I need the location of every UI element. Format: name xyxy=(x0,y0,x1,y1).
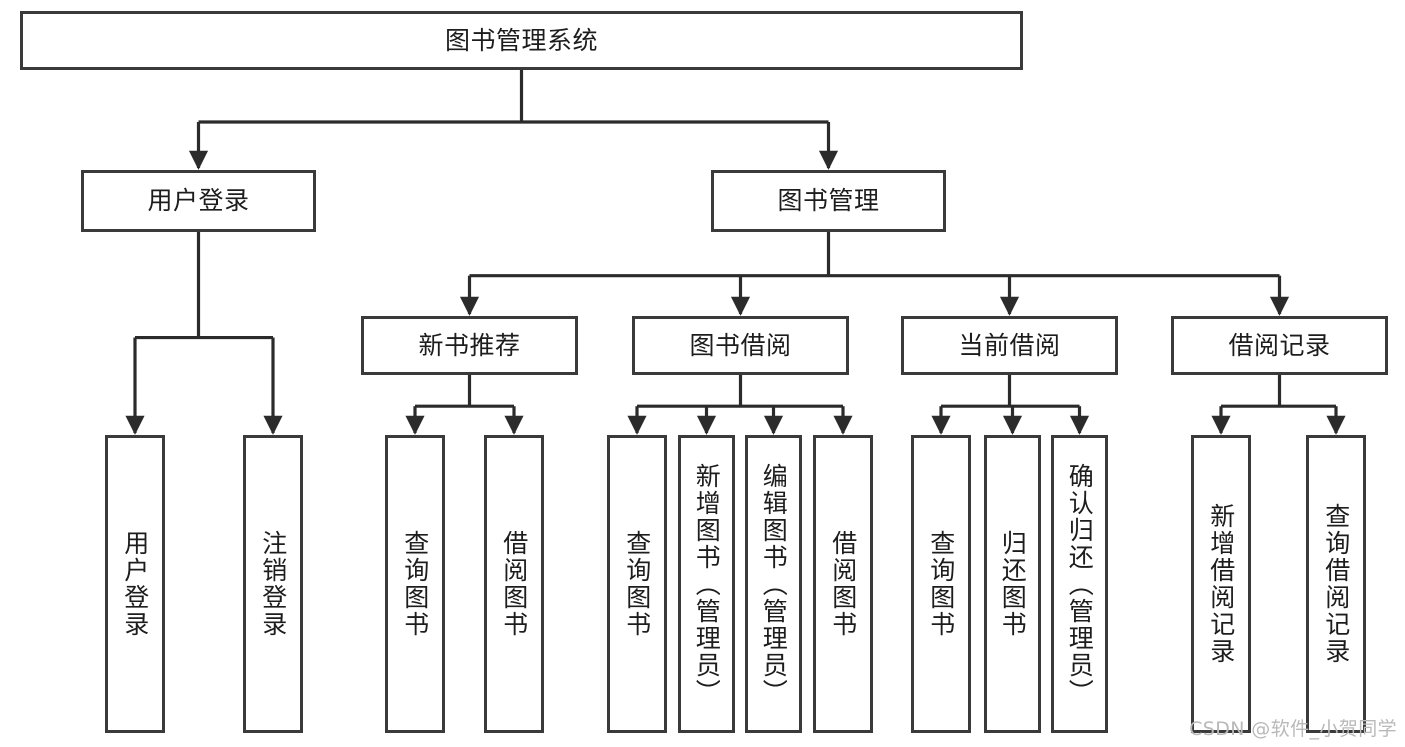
node-leaf-5[interactable]: 查询图书 xyxy=(607,435,667,733)
node-label: 注销登录 xyxy=(258,530,288,638)
node-leaf-2[interactable]: 注销登录 xyxy=(243,435,303,733)
node-label: 确认归还（管理员） xyxy=(1065,462,1095,706)
node-leaf-1[interactable]: 用户登录 xyxy=(105,435,165,733)
node-label: 借阅图书 xyxy=(828,530,858,638)
node-label: 查询借阅记录 xyxy=(1321,503,1351,665)
node-label: 借阅图书 xyxy=(499,530,529,638)
node-leaf-12[interactable]: 新增借阅记录 xyxy=(1191,435,1251,733)
node-label: 查询图书 xyxy=(926,530,956,638)
node-leaf-13[interactable]: 查询借阅记录 xyxy=(1306,435,1366,733)
node-l3-3[interactable]: 当前借阅 xyxy=(901,316,1118,375)
node-leaf-11[interactable]: 确认归还（管理员） xyxy=(1051,435,1108,733)
node-leaf-8[interactable]: 借阅图书 xyxy=(813,435,873,733)
node-label: 新增图书（管理员） xyxy=(692,462,722,706)
node-leaf-4[interactable]: 借阅图书 xyxy=(484,435,544,733)
node-leaf-3[interactable]: 查询图书 xyxy=(385,435,445,733)
node-l2-2[interactable]: 图书管理 xyxy=(711,170,946,232)
node-l3-1[interactable]: 新书推荐 xyxy=(361,316,578,375)
node-label: 新增借阅记录 xyxy=(1206,503,1236,665)
node-label: 新书推荐 xyxy=(418,330,521,360)
node-leaf-7[interactable]: 编辑图书（管理员） xyxy=(745,435,802,733)
node-label: 当前借阅 xyxy=(958,330,1061,360)
node-label: 用户登录 xyxy=(120,530,150,638)
node-root[interactable]: 图书管理系统 xyxy=(20,11,1023,70)
node-label: 图书管理 xyxy=(777,186,880,215)
node-label: 用户登录 xyxy=(147,186,250,215)
node-label: 归还图书 xyxy=(998,530,1028,638)
node-label: 查询图书 xyxy=(622,530,652,638)
node-l3-2[interactable]: 图书借阅 xyxy=(632,316,849,375)
node-leaf-10[interactable]: 归还图书 xyxy=(984,435,1041,733)
node-label: 编辑图书（管理员） xyxy=(759,462,789,706)
node-label: 图书管理系统 xyxy=(444,25,598,55)
node-l2-1[interactable]: 用户登录 xyxy=(81,170,316,232)
node-leaf-9[interactable]: 查询图书 xyxy=(911,435,971,733)
node-label: 查询图书 xyxy=(400,530,430,638)
node-l3-4[interactable]: 借阅记录 xyxy=(1171,316,1388,375)
node-label: 图书借阅 xyxy=(689,330,792,360)
node-label: 借阅记录 xyxy=(1228,330,1331,360)
node-leaf-6[interactable]: 新增图书（管理员） xyxy=(678,435,735,733)
